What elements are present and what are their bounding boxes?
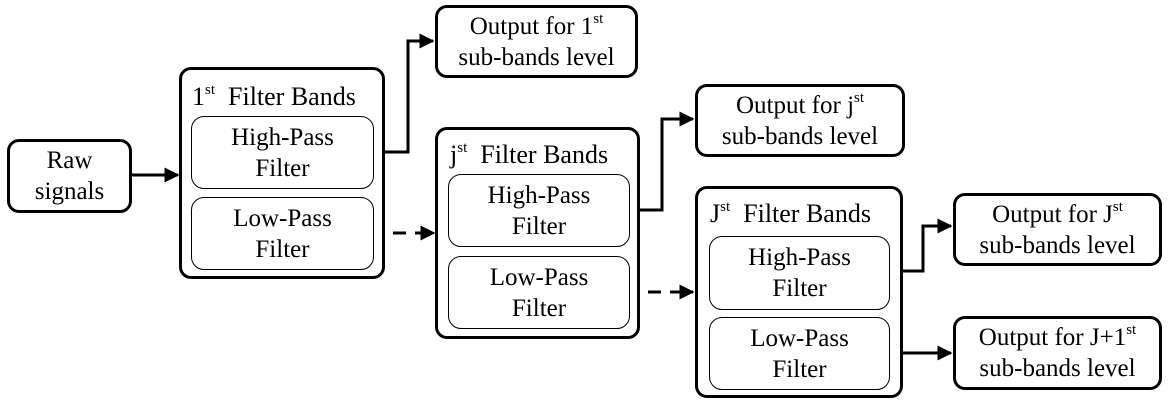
output-box-j: Output for jst sub-bands level	[695, 84, 905, 157]
low-pass-filter-J-line1: Low-Pass	[750, 324, 849, 352]
output-J-line2: sub-bands level	[979, 231, 1136, 259]
low-pass-filter-1-line2: Filter	[255, 235, 310, 263]
low-pass-filter-J-line2: Filter	[772, 355, 827, 383]
raw-signals-line1: Raw	[46, 147, 93, 174]
filter-bank-J-title: Jst Filter Bands	[710, 199, 871, 228]
high-pass-filter-J: High-Pass Filter	[709, 236, 890, 310]
output-box-1: Output for 1st sub-bands level	[435, 5, 638, 78]
high-pass-filter-J-line1: High-Pass	[748, 244, 851, 271]
low-pass-filter-J: Low-Pass Filter	[709, 317, 890, 390]
high-pass-filter-j: High-Pass Filter	[448, 174, 630, 247]
output-J-plus-1-line1: Output for J+1st	[978, 322, 1137, 352]
high-pass-filter-j-line2: Filter	[511, 212, 567, 240]
low-pass-filter-1-line1: Low-Pass	[233, 204, 332, 232]
low-pass-filter-j-line1: Low-Pass	[489, 263, 589, 291]
arrow-bankJ-high-to-outputJ	[888, 218, 953, 273]
arrow-bankj-high-to-outputj	[626, 111, 695, 212]
output-1-line2: sub-bands level	[458, 43, 615, 71]
output-box-J-plus-1: Output for J+1st sub-bands level	[953, 316, 1162, 390]
filter-bank-1-title: 1st Filter Bands	[192, 82, 356, 111]
filter-bank-1: 1st Filter Bands High-Pass Filter Low-Pa…	[179, 67, 385, 279]
raw-signals-line2: signals	[34, 178, 105, 205]
output-box-J: Output for Jst sub-bands level	[953, 193, 1162, 266]
high-pass-filter-1-line2: Filter	[255, 154, 310, 182]
output-j-line2: sub-bands level	[721, 122, 879, 150]
raw-signals-box: Raw signals	[7, 139, 132, 213]
arrow-bank1-high-to-output1	[371, 33, 435, 154]
output-J-line1: Output for Jst	[992, 198, 1123, 228]
output-j-line1: Output for jst	[735, 89, 865, 119]
low-pass-filter-1: Low-Pass Filter	[191, 197, 374, 270]
high-pass-filter-j-line1: High-Pass	[487, 181, 591, 209]
output-1-line1: Output for 1st	[469, 10, 604, 40]
filter-bank-j: jst Filter Bands High-Pass Filter Low-Pa…	[435, 127, 640, 339]
high-pass-filter-J-line2: Filter	[772, 275, 827, 302]
low-pass-filter-j: Low-Pass Filter	[448, 256, 630, 329]
low-pass-filter-j-line2: Filter	[511, 294, 567, 322]
filter-bank-j-title: jst Filter Bands	[450, 140, 609, 169]
filter-bank-J: Jst Filter Bands High-Pass Filter Low-Pa…	[695, 186, 903, 398]
high-pass-filter-1: High-Pass Filter	[191, 116, 374, 189]
output-J-plus-1-line2: sub-bands level	[979, 355, 1136, 382]
high-pass-filter-1-line1: High-Pass	[231, 123, 334, 151]
